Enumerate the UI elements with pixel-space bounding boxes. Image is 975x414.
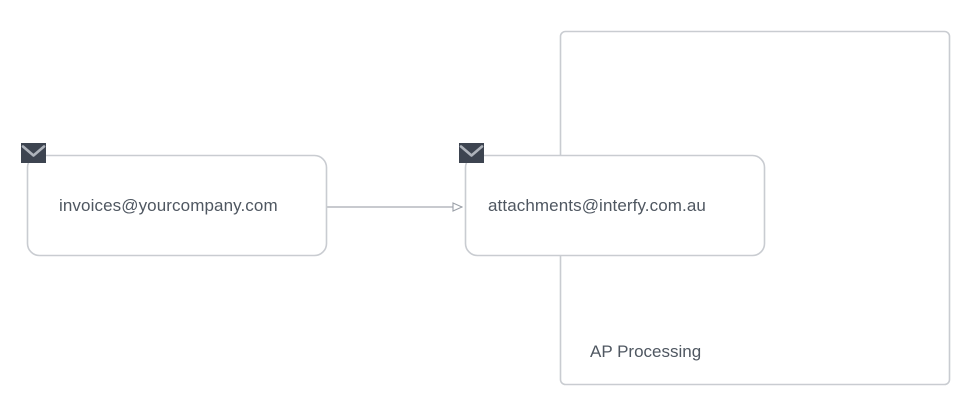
node-box-target-mailbox[interactable] bbox=[464, 154, 766, 257]
node-label-source-mailbox: invoices@yourcompany.com bbox=[59, 196, 278, 215]
envelope-icon bbox=[21, 143, 46, 163]
pool-label-ap-processing: AP Processing bbox=[590, 342, 702, 361]
envelope-icon bbox=[459, 143, 484, 163]
node-box-source-mailbox[interactable] bbox=[26, 154, 328, 257]
node-label-target-mailbox: attachments@interfy.com.au bbox=[488, 196, 706, 215]
